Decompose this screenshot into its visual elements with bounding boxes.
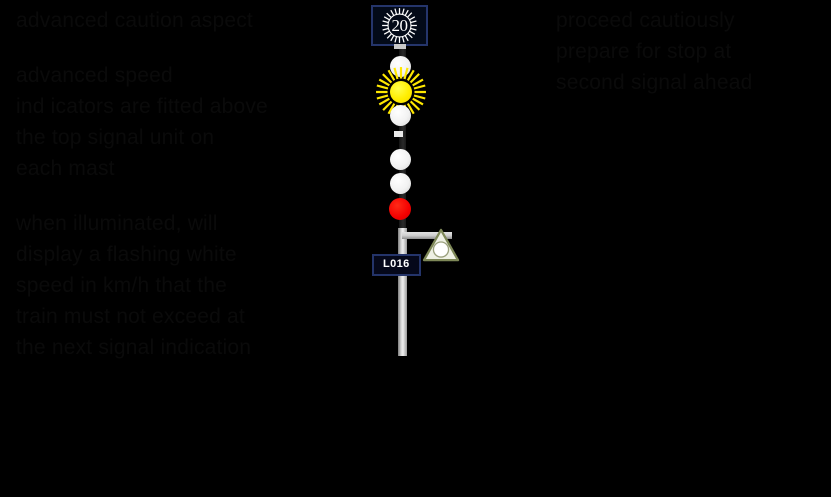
speed-limit-value: 20	[391, 15, 409, 35]
signal-id-plate[interactable]: L016	[372, 254, 421, 276]
signal-mast-arm	[402, 232, 452, 239]
flashing-burst-icon: 20	[381, 7, 418, 44]
speed-sign-stalk	[394, 44, 406, 49]
signal-lamp-white-4[interactable]	[390, 173, 411, 194]
advanced-speed-indicator-sign[interactable]: 20	[371, 5, 428, 46]
note-advanced-caution-heading: advanced caution aspect	[16, 9, 253, 32]
starburst-rays-icon	[382, 8, 417, 43]
signal-marker-light[interactable]	[394, 131, 403, 137]
signal-lamp-red[interactable]	[389, 198, 411, 220]
signal-lamp-white-2[interactable]	[390, 105, 411, 126]
signal-lamp-yellow-flashing[interactable]	[375, 66, 427, 118]
signal-mast	[398, 228, 407, 356]
yellow-lamp-core	[390, 81, 412, 103]
signal-assembly: 20	[330, 0, 530, 400]
note-advanced-speed-indicators: advanced speed ind icators are fitted ab…	[16, 64, 268, 180]
marker-board-triangle-icon[interactable]	[422, 228, 460, 262]
note-flashing-white-speed: when illuminated, will display a flashin…	[16, 212, 252, 359]
note-aspect-meaning: proceed cautiously prepare for stop at s…	[556, 9, 753, 94]
triangle-marker-icon	[422, 228, 460, 262]
signal-lamp-white-3[interactable]	[390, 149, 411, 170]
